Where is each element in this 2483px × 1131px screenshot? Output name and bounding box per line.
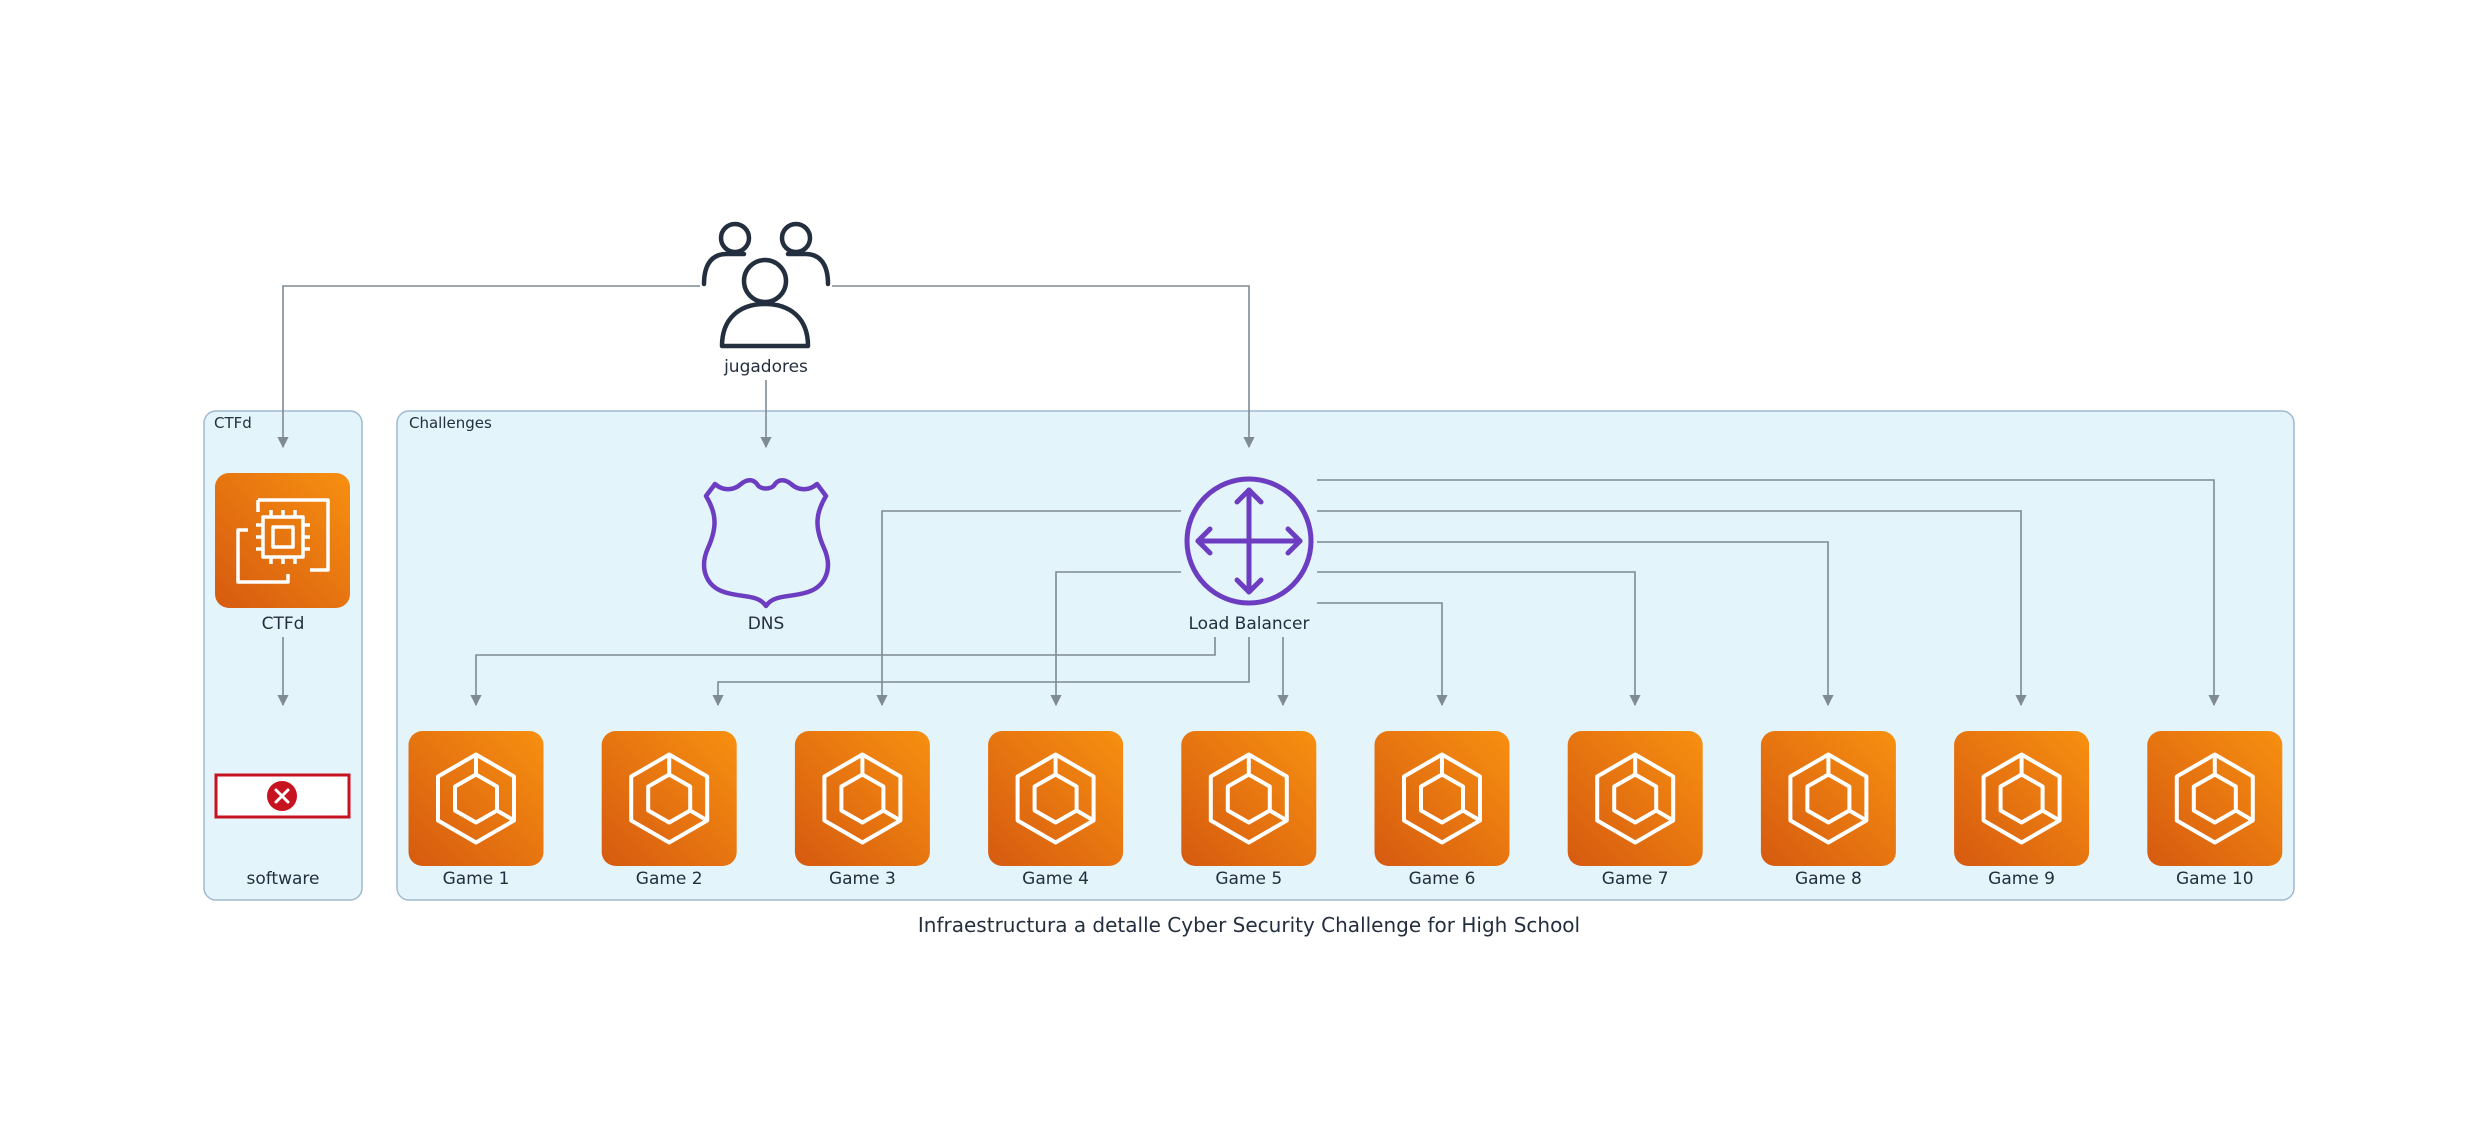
- edge-jugadores-ctfd: [277, 285, 700, 449]
- group-ctfd-label: CTFd: [214, 414, 252, 432]
- edge-lb-game-10: [1317, 479, 2220, 707]
- route53-dns-shield-icon: [701, 478, 831, 609]
- node-game-label: Game 8: [1795, 869, 1862, 889]
- load-balancer-icon: [1184, 476, 1314, 606]
- node-game-label: Game 7: [1602, 869, 1669, 889]
- users-icon: [701, 221, 831, 349]
- node-jugadores-label: jugadores: [723, 357, 808, 377]
- edge-lb-game-3: [876, 510, 1181, 707]
- node-load-balancer[interactable]: Load Balancer: [1184, 476, 1314, 634]
- node-game-4[interactable]: Game 4: [988, 731, 1124, 889]
- edge-lb-game-4: [1050, 571, 1181, 707]
- node-game-6[interactable]: Game 6: [1374, 731, 1510, 889]
- node-game-8[interactable]: Game 8: [1760, 731, 1896, 889]
- node-dns[interactable]: DNS: [701, 478, 831, 634]
- node-game-label: Game 1: [443, 869, 510, 889]
- missing-image-icon: [214, 773, 351, 819]
- node-game-10[interactable]: Game 10: [2147, 731, 2283, 889]
- node-game-label: Game 10: [2176, 869, 2254, 889]
- node-game-label: Game 9: [1988, 869, 2055, 889]
- edge-lb-game-1: [470, 637, 1216, 707]
- node-game-label: Game 4: [1022, 869, 1089, 889]
- edge-lb-game-2: [712, 637, 1250, 707]
- group-challenges-label: Challenges: [409, 414, 492, 432]
- node-game-2[interactable]: Game 2: [601, 731, 737, 889]
- node-game-1[interactable]: Game 1: [408, 731, 544, 889]
- game-nodes: Game 1 Game 2 Game 3 Game 4 Game 5 Game 6 Game…: [408, 731, 2283, 889]
- node-ctfd-label: CTFd: [262, 614, 305, 634]
- diagram-caption: Infraestructura a detalle Cyber Security…: [918, 913, 1580, 937]
- node-ctfd[interactable]: CTFd: [215, 473, 350, 634]
- node-game-7[interactable]: Game 7: [1567, 731, 1703, 889]
- edge-lb-game-7: [1317, 571, 1641, 707]
- node-game-3[interactable]: Game 3: [794, 731, 930, 889]
- node-game-label: Game 3: [829, 869, 896, 889]
- edge-lb-game-6: [1317, 602, 1448, 707]
- node-game-9[interactable]: Game 9: [1954, 731, 2090, 889]
- connectors: [277, 285, 2220, 707]
- edge-lb-game-8: [1317, 541, 1834, 707]
- ec2-instances-icon: [236, 498, 330, 584]
- node-load-balancer-label: Load Balancer: [1189, 614, 1310, 634]
- node-game-5[interactable]: Game 5: [1181, 731, 1317, 889]
- edge-jugadores-lb: [832, 285, 1255, 449]
- node-dns-label: DNS: [748, 614, 785, 634]
- node-jugadores[interactable]: jugadores: [701, 221, 831, 377]
- node-game-label: Game 6: [1409, 869, 1476, 889]
- node-software[interactable]: software: [214, 773, 351, 889]
- node-game-label: Game 2: [636, 869, 703, 889]
- edge-lb-game-9: [1317, 510, 2027, 707]
- node-game-label: Game 5: [1215, 869, 1282, 889]
- node-software-label: software: [246, 869, 319, 889]
